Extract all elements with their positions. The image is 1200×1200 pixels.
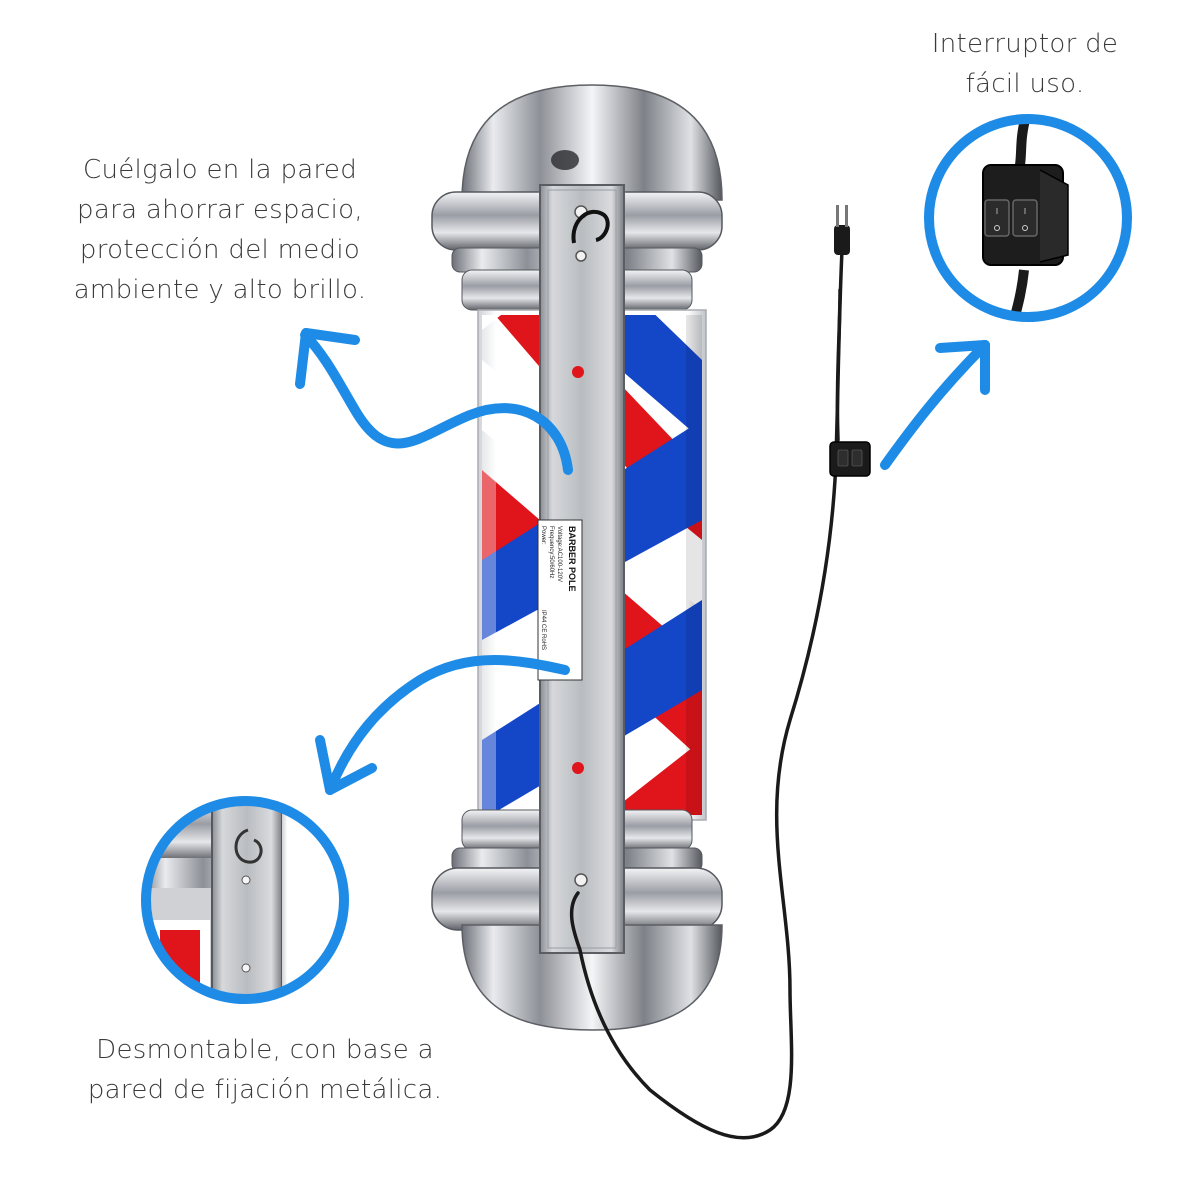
- label-title: BARBER POLE: [567, 526, 577, 592]
- caption-line: pared de fijación metálica.: [87, 1075, 443, 1105]
- caption-line: para ahorrar espacio,: [77, 195, 363, 225]
- rating-label: BARBER POLE Voltage:AC100-120V Frequency…: [537, 519, 583, 681]
- arrow-detach: [325, 655, 570, 795]
- bottom-dome: [461, 924, 723, 1031]
- caption-line: Interruptor de: [931, 29, 1119, 59]
- arrow-icon: [295, 328, 990, 795]
- barber-pole: BARBER POLE Voltage:AC100-120V Frequency…: [431, 84, 723, 1031]
- svg-text:I: I: [996, 207, 998, 216]
- caption-line: fácil uso.: [965, 69, 1085, 99]
- bracket-detail-ring: [141, 796, 349, 1004]
- plug-icon: [834, 205, 850, 255]
- caption-detachable: Desmontable, con base a pared de fijació…: [40, 1030, 490, 1110]
- led-bottom: [572, 762, 584, 774]
- power-cord: [569, 248, 844, 1140]
- caption-switch: Interruptor de fácil uso.: [890, 24, 1160, 104]
- label-line-2: Frequency:50/60Hz: [548, 526, 554, 578]
- arrow-switch: [880, 340, 990, 470]
- caption-line: protección del medio: [79, 235, 361, 265]
- svg-text:I: I: [1024, 207, 1026, 216]
- bracket-detail: [141, 796, 349, 1004]
- led-top: [572, 366, 584, 378]
- label-line-3: Power:: [540, 526, 546, 545]
- caption-wall-hanging: Cuélgalo en la pared para ahorrar espaci…: [30, 150, 410, 310]
- arrow-hang: [300, 330, 573, 475]
- label-line-1: Voltage:AC100-120V: [556, 526, 562, 582]
- bracket-plate: [211, 805, 283, 995]
- top-dome: [461, 84, 723, 201]
- switch-icon: I I: [984, 199, 1038, 237]
- switch-detail-ring: [924, 114, 1132, 322]
- caption-line: Cuélgalo en la pared: [83, 155, 357, 185]
- caption-line: ambiente y alto brillo.: [73, 275, 367, 305]
- switch-detail: I I: [924, 114, 1132, 322]
- label-line-4: IP44 CE RoHS: [540, 610, 546, 650]
- inline-switch: [829, 441, 871, 477]
- caption-line: Desmontable, con base a: [96, 1035, 434, 1065]
